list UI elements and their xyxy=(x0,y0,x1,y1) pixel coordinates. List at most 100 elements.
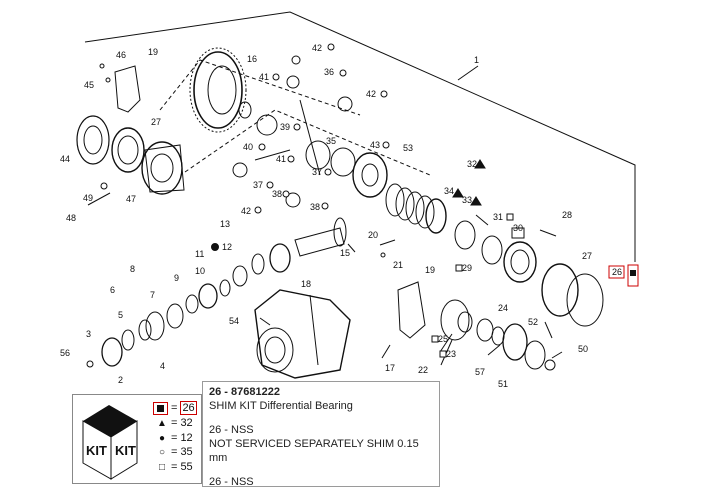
kit-label-right: KIT xyxy=(115,443,136,458)
callout-1[interactable]: 1 xyxy=(474,55,479,65)
legend-row-32[interactable]: ▲ = 32 xyxy=(156,417,193,429)
callout-23[interactable]: 23 xyxy=(446,349,456,359)
callout-4[interactable]: 4 xyxy=(160,361,165,371)
filled-circle-icon xyxy=(211,243,219,251)
legend-value[interactable]: 32 xyxy=(180,417,193,429)
legend-row-26[interactable]: = 26 xyxy=(153,401,197,415)
callout-49[interactable]: 49 xyxy=(83,193,93,203)
callout-53[interactable]: 53 xyxy=(403,143,413,153)
callout-27-left[interactable]: 27 xyxy=(151,117,161,127)
callout-15[interactable]: 15 xyxy=(340,248,350,258)
callout-21[interactable]: 21 xyxy=(393,260,403,270)
callout-41-mid[interactable]: 41 xyxy=(276,154,286,164)
bracket-19-top xyxy=(114,65,141,113)
callout-16[interactable]: 16 xyxy=(247,54,257,64)
callout-34[interactable]: 34 xyxy=(444,186,454,196)
callout-7[interactable]: 7 xyxy=(150,290,155,300)
callout-17[interactable]: 17 xyxy=(385,363,395,373)
callout-30[interactable]: 30 xyxy=(513,223,523,233)
callout-41-top[interactable]: 41 xyxy=(259,72,269,82)
callout-6[interactable]: 6 xyxy=(110,285,115,295)
callout-42-right[interactable]: 42 xyxy=(366,89,376,99)
callout-13[interactable]: 13 xyxy=(220,219,230,229)
callout-43[interactable]: 43 xyxy=(370,140,380,150)
callout-28[interactable]: 28 xyxy=(562,210,572,220)
open-circle-icon xyxy=(380,90,388,98)
callout-12[interactable]: 12 xyxy=(222,242,232,252)
callout-38-right[interactable]: 38 xyxy=(310,202,320,212)
legend-value[interactable]: 35 xyxy=(180,446,193,458)
legend-value[interactable]: 26 xyxy=(180,401,197,415)
ring-4 xyxy=(121,329,135,351)
ring-gear-16 xyxy=(189,47,247,133)
cap-50 xyxy=(544,359,556,371)
legend-row-35[interactable]: ○ = 35 xyxy=(156,446,193,458)
callout-46[interactable]: 46 xyxy=(116,50,126,60)
spacer-12 xyxy=(251,253,265,275)
callout-19-bottom[interactable]: 19 xyxy=(425,265,435,275)
callout-10[interactable]: 10 xyxy=(195,266,205,276)
callout-22[interactable]: 22 xyxy=(418,365,428,375)
callout-33[interactable]: 33 xyxy=(462,195,472,205)
callout-35[interactable]: 35 xyxy=(326,136,336,146)
callout-56[interactable]: 56 xyxy=(60,348,70,358)
callout-42-bottom[interactable]: 42 xyxy=(241,206,251,216)
callout-9[interactable]: 9 xyxy=(174,273,179,283)
open-square-icon xyxy=(431,335,439,343)
part-30 xyxy=(511,227,525,239)
callout-51[interactable]: 51 xyxy=(498,379,508,389)
callout-42-top[interactable]: 42 xyxy=(312,43,322,53)
callout-48[interactable]: 48 xyxy=(66,213,76,223)
callout-45[interactable]: 45 xyxy=(84,80,94,90)
callout-18[interactable]: 18 xyxy=(301,279,311,289)
legend-value[interactable]: 12 xyxy=(180,432,193,444)
callout-36[interactable]: 36 xyxy=(324,67,334,77)
callout-40[interactable]: 40 xyxy=(243,142,253,152)
callout-52[interactable]: 52 xyxy=(528,317,538,327)
callout-5[interactable]: 5 xyxy=(118,310,123,320)
callout-39[interactable]: 39 xyxy=(280,122,290,132)
filled-circle-icon: ● xyxy=(158,432,166,444)
pinion-gear-40 xyxy=(232,162,248,178)
callout-54[interactable]: 54 xyxy=(229,316,239,326)
callout-20[interactable]: 20 xyxy=(368,230,378,240)
shim-26 xyxy=(566,273,604,327)
bolt-49 xyxy=(100,182,108,190)
open-circle-icon xyxy=(327,43,335,51)
seal-25 xyxy=(457,311,473,333)
callout-11[interactable]: 11 xyxy=(195,249,204,259)
callout-57[interactable]: 57 xyxy=(475,367,485,377)
legend-value[interactable]: 55 xyxy=(180,461,193,473)
open-circle-icon xyxy=(324,168,332,176)
callout-47[interactable]: 47 xyxy=(126,194,136,204)
legend-row-55[interactable]: □ = 55 xyxy=(156,461,193,473)
open-square-icon xyxy=(439,350,447,358)
callout-50[interactable]: 50 xyxy=(578,344,588,354)
bearing-31 xyxy=(481,235,503,265)
callout-38-left[interactable]: 38 xyxy=(272,189,282,199)
callout-25[interactable]: 25 xyxy=(438,334,448,344)
open-circle-icon xyxy=(272,73,280,81)
callout-37-left[interactable]: 37 xyxy=(253,180,263,190)
callout-3[interactable]: 3 xyxy=(86,329,91,339)
callout-31[interactable]: 31 xyxy=(493,212,503,222)
bearing-cup-27 xyxy=(541,263,579,317)
open-circle-icon xyxy=(321,202,329,210)
callout-44[interactable]: 44 xyxy=(60,154,70,164)
pinion-gear-42 xyxy=(337,96,353,112)
diff-case-53 xyxy=(352,152,388,198)
legend-row-12[interactable]: ● = 12 xyxy=(156,432,193,444)
callout-2[interactable]: 2 xyxy=(118,375,123,385)
open-square-icon: □ xyxy=(158,461,166,473)
callout-29[interactable]: 29 xyxy=(462,263,472,273)
callout-19-top[interactable]: 19 xyxy=(148,47,158,57)
bolt-28 xyxy=(539,229,557,237)
pinion-gear-41a xyxy=(286,75,300,89)
callout-27-right[interactable]: 27 xyxy=(582,251,592,261)
callout-24[interactable]: 24 xyxy=(498,303,508,313)
tooltip-line-3: NOT SERVICED SEPARATELY SHIM 0.15 mm xyxy=(209,438,419,464)
callout-8[interactable]: 8 xyxy=(130,264,135,274)
callout-26[interactable]: 26 xyxy=(612,267,622,277)
callout-32[interactable]: 32 xyxy=(467,159,477,169)
callout-37-right[interactable]: 37 xyxy=(312,167,322,177)
